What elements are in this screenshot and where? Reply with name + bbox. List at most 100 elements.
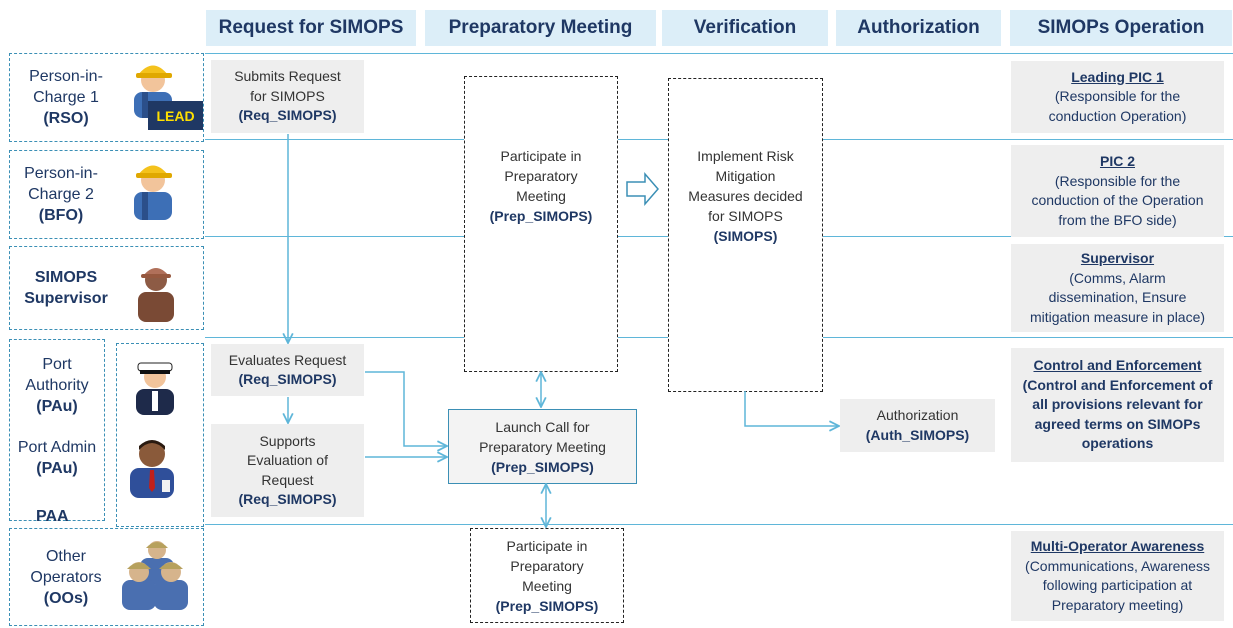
activity-text: for SIMOPS: [708, 208, 783, 224]
activity-text: Preparatory: [510, 558, 584, 574]
role-label: Supervisor: [24, 290, 108, 307]
activity-text: Participate in: [500, 148, 582, 164]
worker-hardhat-icon: [134, 165, 172, 220]
header-verification: Verification: [662, 10, 828, 46]
role-rso: Person-in- Charge 1 (RSO): [9, 53, 204, 142]
activity-text: Preparatory Meeting: [479, 438, 606, 455]
activity-text: Authorization: [876, 407, 959, 423]
responsibility-text: mitigation measure in place): [1029, 308, 1206, 325]
responsibility-text: dissemination, Ensure: [1048, 289, 1187, 305]
arrow-implement-to-authorization: [744, 391, 839, 426]
activity-code: (Req_SIMOPS): [238, 491, 337, 507]
responsibility-supervisor: Supervisor (Comms, Alarm dissemination, …: [1011, 244, 1224, 332]
role-paa-label: PAA: [36, 508, 69, 525]
role-label: Port: [42, 356, 72, 373]
activity-implement-mitigation: Implement Risk Mitigation Measures decid…: [668, 78, 823, 392]
port-officer-icon: [136, 362, 174, 415]
activity-text: Evaluates Request: [228, 351, 347, 368]
role-supervisor: SIMOPS Supervisor: [9, 246, 204, 330]
role-label: Charge 2: [28, 186, 94, 203]
responsibility-text: conduction of the Operation: [1031, 192, 1204, 208]
activity-text: Meeting: [522, 578, 572, 594]
activity-text: Launch Call for: [495, 418, 590, 435]
arrow-evaluate-to-launch: [365, 371, 447, 446]
activity-text: Submits Request: [234, 68, 341, 85]
responsibility-text: (Comms, Alarm: [1069, 269, 1166, 286]
responsibility-title: Leading PIC 1: [1071, 68, 1164, 85]
responsibility-title: Control and Enforcement: [1033, 357, 1202, 374]
activity-support-evaluation: Supports Evaluation of Request (Req_SIMO…: [211, 424, 364, 517]
responsibility-multi-operator: Multi-Operator Awareness (Communications…: [1011, 531, 1224, 621]
activity-text: Request: [261, 471, 314, 488]
activity-code: (SIMOPS): [713, 228, 778, 244]
activity-participate-meeting: Participate in Preparatory Meeting (Prep…: [464, 76, 618, 372]
role-label: Charge 1: [33, 89, 99, 106]
responsibility-text: (Responsible for the: [1054, 88, 1181, 105]
responsibility-text: from the BFO side): [1058, 211, 1177, 228]
activity-code: (Prep_SIMOPS): [491, 458, 594, 475]
activity-text: Supports: [259, 432, 316, 449]
responsibility-text: conduction Operation): [1048, 107, 1187, 124]
responsibility-title: Supervisor: [1080, 250, 1155, 266]
role-code: PAu: [41, 460, 73, 477]
activity-submit-request: Submits Request for SIMOPS (Req_SIMOPS): [211, 60, 364, 133]
responsibility-text: all provisions relevant for: [1032, 396, 1203, 413]
responsibility-text: agreed terms on SIMOPs: [1034, 415, 1201, 432]
header-operation: SIMOPs Operation: [1010, 10, 1232, 46]
activity-code: (Prep_SIMOPS): [489, 208, 593, 224]
activity-authorization: Authorization (Auth_SIMOPS): [840, 399, 995, 452]
role-label: Other: [45, 547, 86, 565]
activity-text: Mitigation: [715, 168, 776, 184]
activity-text: Evaluation of: [247, 452, 328, 468]
lane-separator: [205, 524, 1233, 525]
activity-evaluate-request: Evaluates Request (Req_SIMOPS): [211, 344, 364, 396]
responsibility-control-enforcement: Control and Enforcement (Control and Enf…: [1011, 348, 1224, 462]
role-label: Person-in-: [24, 165, 98, 182]
activity-code: (Req_SIMOPS): [238, 371, 337, 387]
lane-separator: [205, 53, 1233, 54]
activity-code: (Prep_SIMOPS): [495, 598, 599, 614]
responsibility-title: PIC 2: [1099, 153, 1135, 169]
responsibility-text: (Responsible for the: [1054, 172, 1181, 189]
lead-badge: LEAD: [148, 101, 203, 130]
block-arrow-icon: [626, 171, 659, 207]
activity-code: (Auth_SIMOPS): [865, 426, 970, 443]
role-port: Port Authority (PAu) Port Admin (PAu): [9, 339, 105, 521]
activity-text: Meeting: [516, 188, 566, 204]
role-label: Operators: [30, 568, 102, 586]
responsibility-leading-pic: Leading PIC 1 (Responsible for the condu…: [1011, 61, 1224, 133]
responsibility-text: following participation at: [1042, 577, 1193, 593]
activity-launch-call: Launch Call for Preparatory Meeting (Pre…: [448, 409, 637, 484]
activity-text: Preparatory: [504, 168, 578, 184]
supervisor-icon: [138, 268, 174, 322]
activity-text: Implement Risk: [697, 148, 794, 164]
responsibility-title: Multi-Operator Awareness: [1030, 538, 1205, 554]
activity-code: (Req_SIMOPS): [238, 107, 337, 124]
role-label: SIMOPS: [34, 269, 98, 286]
responsibility-text: (Communications, Awareness: [1025, 557, 1210, 574]
activity-text: Participate in: [506, 538, 588, 554]
activity-text: for SIMOPS: [250, 87, 325, 104]
activity-participate-meeting-oos: Participate in Preparatory Meeting (Prep…: [470, 528, 624, 623]
responsibility-text: operations: [1081, 435, 1154, 452]
activity-text: Measures decided: [688, 188, 803, 204]
responsibility-pic2: PIC 2 (Responsible for the conduction of…: [1011, 145, 1224, 237]
operators-group-icon: [122, 541, 188, 610]
responsibility-text: (Control and Enforcement of: [1022, 376, 1213, 393]
header-preparatory: Preparatory Meeting: [425, 10, 656, 46]
role-label: Port Admin: [17, 439, 97, 456]
responsibility-text: Preparatory meeting): [1051, 596, 1184, 613]
role-oos: Other Operators (OOs): [9, 528, 204, 626]
role-port-icons: [116, 343, 204, 527]
role-label: Person-in-: [29, 68, 103, 85]
role-label: Authority: [25, 377, 89, 394]
role-code: PAu: [41, 398, 73, 415]
role-code: BFO: [44, 207, 78, 224]
port-admin-icon: [130, 440, 174, 498]
header-authorization: Authorization: [836, 10, 1001, 46]
role-code: RSO: [48, 110, 84, 127]
header-request: Request for SIMOPS: [206, 10, 416, 46]
role-bfo: Person-in- Charge 2 (BFO): [9, 150, 204, 239]
role-code: OOs: [49, 589, 83, 607]
